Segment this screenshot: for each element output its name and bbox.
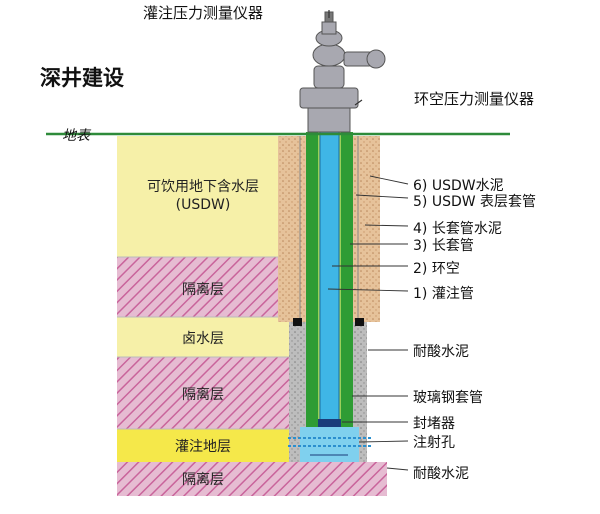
confining-layer-3-label: 隔离层	[182, 472, 224, 488]
injection-tubing	[320, 125, 339, 425]
wellhead	[299, 11, 386, 133]
callout-annulus: 2) 环空	[413, 261, 460, 277]
top-instrument-label: 灌注压力测量仪器	[143, 4, 264, 22]
callout-long-casing-cement: 4) 长套管水泥	[413, 221, 502, 237]
confining-layer-1	[117, 257, 289, 317]
callout-acid-resistant-cement-bottom: 耐酸水泥	[413, 466, 469, 482]
callout-long-casing: 3) 长套管	[413, 238, 474, 254]
brine-layer-label: 卤水层	[182, 331, 224, 347]
usdw-layer-label: 可饮用地下含水层 (USDW)	[147, 179, 259, 213]
acid-resistant-cement-lower	[289, 462, 387, 496]
confining-layer-1-label: 隔离层	[182, 282, 224, 298]
brine-layer	[117, 317, 289, 357]
callout-usdw-cement: 6) USDW水泥	[413, 178, 504, 194]
surface-label: 地表	[62, 128, 90, 144]
confining-layer-2	[117, 357, 289, 429]
page-title: 深井建设	[40, 66, 124, 90]
usdw-layer	[117, 136, 289, 257]
callout-packer: 封堵器	[413, 416, 455, 432]
perforation-zone	[300, 427, 359, 462]
callout-perforations: 注射孔	[413, 435, 455, 451]
packer	[318, 419, 341, 427]
confining-layer-2-label: 隔离层	[182, 387, 224, 403]
annulus-instrument-label: 环空压力测量仪器	[414, 90, 535, 108]
callout-injection-tubing: 1) 灌注管	[413, 286, 474, 302]
injection-layer	[117, 429, 295, 462]
callout-usdw-surface-casing: 5) USDW 表层套管	[413, 194, 537, 210]
injection-layer-label: 灌注地层	[175, 439, 231, 455]
callout-acid-resistant-cement: 耐酸水泥	[413, 344, 469, 360]
callout-fiberglass-casing: 玻璃钢套管	[413, 390, 483, 406]
